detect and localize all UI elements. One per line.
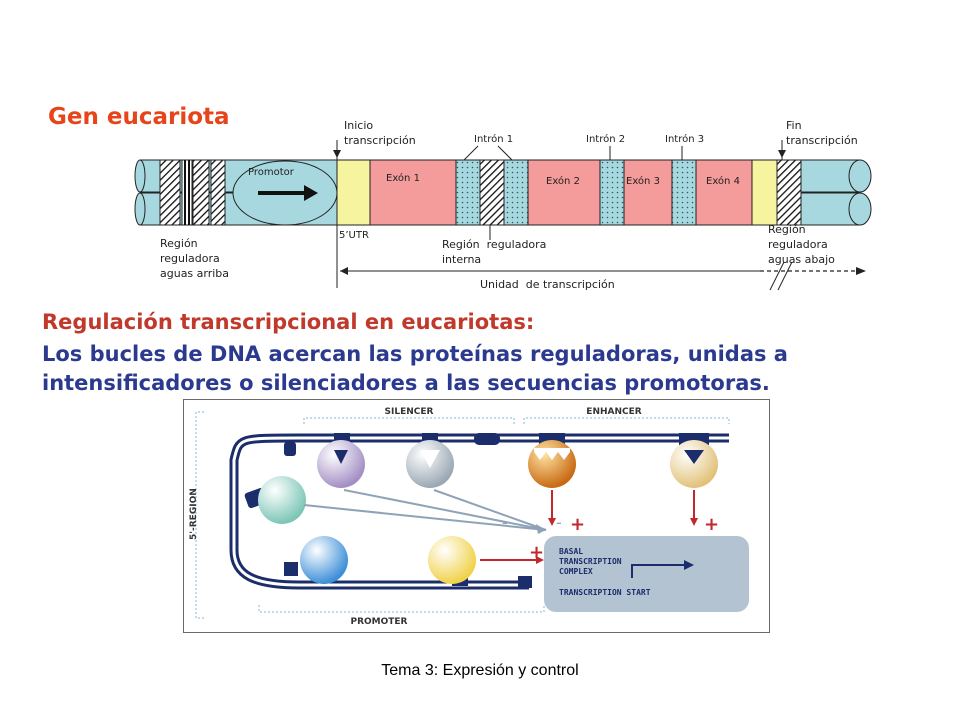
region-protein bbox=[258, 476, 306, 524]
region-interna-label: Región reguladora interna bbox=[442, 238, 547, 266]
exon-2-label: Exón 2 bbox=[546, 176, 580, 187]
influence-arrow bbox=[303, 504, 547, 531]
complex-line-2: TRANSCRIPTION bbox=[559, 557, 622, 566]
footer: Tema 3: Expresión y control bbox=[381, 662, 579, 679]
upstream-regulatory-bands bbox=[159, 159, 226, 226]
unidad-arrow-right bbox=[856, 267, 866, 275]
intron-2-label: Intrón 2 bbox=[586, 134, 626, 145]
start-arrow-head bbox=[684, 560, 694, 570]
dna-site bbox=[284, 562, 298, 576]
dna-site bbox=[474, 433, 500, 445]
intron-2 bbox=[599, 159, 625, 226]
dna-loop-inner bbox=[232, 436, 729, 587]
intron-1b bbox=[503, 159, 529, 226]
promoter-label: PROMOTER bbox=[350, 617, 407, 627]
downstream-regulatory-band bbox=[776, 159, 802, 226]
regulation-figure-svg: SILENCER ENHANCER 5'-REGION PROMOTER BAS bbox=[189, 407, 749, 627]
gene-diagram bbox=[134, 140, 872, 291]
utr-block bbox=[336, 159, 371, 226]
promoter-element bbox=[232, 160, 338, 226]
end-marker-arrow bbox=[778, 150, 786, 158]
exon-2 bbox=[527, 159, 601, 226]
intron-1-leader-a bbox=[463, 145, 479, 161]
break-mark-b bbox=[777, 261, 793, 291]
protein-notch bbox=[420, 450, 440, 468]
exon-3-label: Exón 3 bbox=[626, 176, 660, 187]
enhancer-arrow-head bbox=[548, 518, 556, 526]
intron-1-leader-b bbox=[497, 145, 513, 161]
promoter-bracket bbox=[258, 605, 545, 613]
internal-regulatory-band bbox=[479, 159, 505, 226]
exon-1 bbox=[369, 159, 457, 226]
enhancer-label: ENHANCER bbox=[586, 407, 641, 417]
region-bracket bbox=[195, 411, 204, 619]
promoter-protein-2 bbox=[428, 536, 476, 584]
protein-notch bbox=[334, 450, 348, 464]
gene-title: Gen eucariota bbox=[48, 104, 230, 130]
exon-3 bbox=[623, 159, 673, 226]
silencer-label: SILENCER bbox=[385, 407, 434, 417]
influence-arrow-head bbox=[536, 524, 546, 534]
plus-sign: + bbox=[570, 514, 585, 535]
promotor-label: Promotor bbox=[248, 167, 294, 178]
minus-sign: - bbox=[502, 513, 508, 532]
complex-line-1: BASAL bbox=[559, 547, 583, 556]
intron-1-label: Intrón 1 bbox=[474, 134, 514, 145]
utr-3-block bbox=[751, 159, 778, 226]
regulation-line-1: Los bucles de DNA acercan las proteínas … bbox=[42, 342, 788, 366]
plus-sign: + bbox=[529, 542, 544, 563]
influence-arrow bbox=[433, 489, 547, 531]
transcription-start-label: TRANSCRIPTION START bbox=[559, 588, 651, 597]
minus-sign: - bbox=[556, 513, 562, 532]
enhancer-protein-1 bbox=[528, 440, 576, 488]
plus-sign: + bbox=[704, 514, 719, 535]
promoter-protein-1 bbox=[300, 536, 348, 584]
unidad-arrow-left bbox=[340, 267, 348, 275]
break-mark-a bbox=[769, 261, 785, 291]
enhancer-bracket bbox=[523, 417, 730, 424]
exon-4-label: Exón 4 bbox=[706, 176, 740, 187]
basal-complex bbox=[544, 536, 749, 612]
start-arrow bbox=[631, 564, 684, 578]
enhancer-arrow-head bbox=[690, 518, 698, 526]
region-label: 5'-REGION bbox=[189, 488, 199, 540]
regulation-line-2: intensificadores o silenciadores a las s… bbox=[42, 371, 770, 395]
intron-3 bbox=[671, 159, 697, 226]
regulation-figure: SILENCER ENHANCER 5'-REGION PROMOTER BAS bbox=[183, 399, 770, 633]
protein-notch bbox=[534, 448, 570, 460]
exon-4 bbox=[695, 159, 753, 226]
region-arriba-label: Región reguladora aguas arriba bbox=[160, 237, 230, 280]
promoter-arrow-head bbox=[536, 556, 544, 564]
start-marker-arrow bbox=[333, 150, 341, 158]
utr-label: 5’UTR bbox=[339, 230, 369, 241]
exon-1-label: Exón 1 bbox=[386, 173, 420, 184]
intron-3-label: Intrón 3 bbox=[665, 134, 705, 145]
dna-site bbox=[518, 576, 532, 588]
unidad-label: Unidad de transcripción bbox=[480, 278, 615, 291]
regulation-title: Regulación transcripcional en eucariotas… bbox=[42, 310, 535, 334]
region-abajo-label: Región reguladora aguas abajo bbox=[768, 223, 835, 266]
protein-notch bbox=[684, 450, 704, 464]
intron-1a bbox=[455, 159, 481, 226]
complex-line-3: COMPLEX bbox=[559, 567, 593, 576]
dna-site bbox=[284, 442, 296, 456]
influence-arrow bbox=[343, 489, 547, 531]
silencer-bracket bbox=[303, 417, 515, 424]
